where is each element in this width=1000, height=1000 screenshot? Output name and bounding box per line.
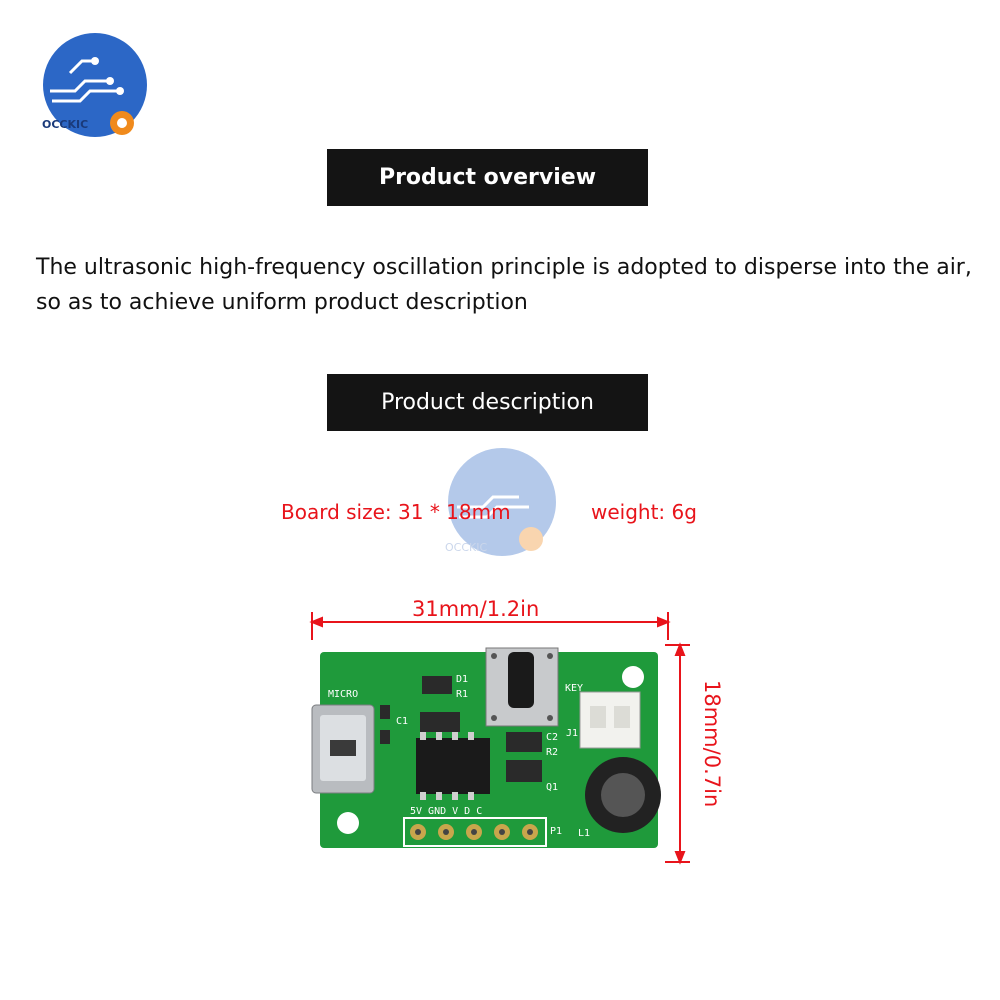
- product-description-banner: Product description: [327, 374, 648, 431]
- width-dimension-line: [309, 612, 671, 640]
- mount-hole-top-right: [622, 666, 644, 688]
- silk-q1: Q1: [546, 782, 558, 793]
- ic-chip: [416, 732, 490, 800]
- board-size-label: Board size: 31 * 18mm: [281, 500, 511, 524]
- overview-text: The ultrasonic high-frequency oscillatio…: [36, 255, 972, 315]
- logo-text: OCCKIC: [42, 118, 89, 131]
- tactile-switch: [485, 647, 559, 727]
- inductor-l1: [585, 757, 661, 833]
- j1-connector: [579, 691, 641, 749]
- smd-components: [380, 676, 542, 782]
- silk-micro: MICRO: [328, 689, 358, 700]
- silk-p1: P1: [550, 826, 562, 837]
- weight-label: weight: 6g: [591, 500, 697, 524]
- silk-r2: R2: [546, 747, 558, 758]
- pin-header: [403, 817, 547, 847]
- silk-key: KEY: [565, 683, 583, 694]
- silk-d1: D1: [456, 674, 468, 685]
- height-dimension-label: 18mm/0.7in: [700, 680, 724, 808]
- silk-r1: R1: [456, 689, 468, 700]
- product-overview-banner: Product overview: [327, 149, 648, 206]
- mount-hole-bottom-left: [337, 812, 359, 834]
- silk-l1: L1: [578, 828, 590, 839]
- silk-c2: C2: [546, 732, 558, 743]
- micro-usb-connector: [311, 704, 375, 794]
- watermark-text: OCCKIC: [445, 541, 488, 554]
- brand-logo: OCCKIC: [40, 33, 150, 143]
- watermark-logo: OCCKIC: [445, 447, 560, 562]
- height-dimension-line: [665, 642, 690, 865]
- width-dimension-label: 31mm/1.2in: [412, 597, 540, 621]
- silk-c1: C1: [396, 716, 408, 727]
- silk-j1: J1: [566, 728, 578, 739]
- silk-pin-labels: 5V GND V D C: [410, 806, 482, 817]
